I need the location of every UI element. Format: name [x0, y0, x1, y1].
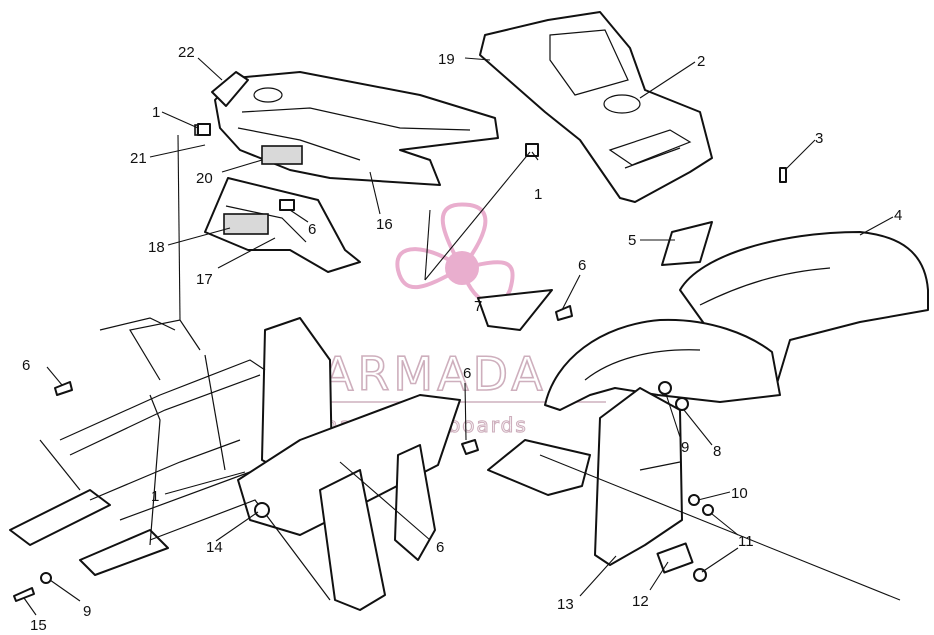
- callout-22: 22: [178, 44, 195, 61]
- callout-4: 4: [894, 207, 902, 224]
- callout-7: 7: [474, 298, 482, 315]
- part-mud-flap: [594, 387, 683, 566]
- callout-11: 11: [738, 533, 754, 550]
- callout-8: 8: [713, 443, 721, 460]
- callout-15: 15: [30, 617, 47, 634]
- callout-20: 20: [196, 170, 213, 187]
- hardware: [13, 123, 787, 602]
- callout-13: 13: [557, 596, 574, 613]
- part-front-fender: [544, 318, 781, 411]
- callout-6-frame: 6: [436, 539, 444, 556]
- callout-6-mid: 6: [463, 365, 471, 382]
- propeller-icon: [395, 202, 515, 306]
- part-small-plate: [656, 542, 694, 574]
- callout-6-upper: 6: [308, 221, 316, 238]
- callout-3: 3: [815, 130, 823, 147]
- part-bracket-7: [477, 289, 553, 331]
- part-frame: [9, 317, 461, 611]
- callout-12: 12: [632, 593, 649, 610]
- callout-21: 21: [130, 150, 147, 167]
- callout-18: 18: [148, 239, 165, 256]
- propeller-hub-icon: [445, 251, 479, 285]
- callout-10: 10: [731, 485, 748, 502]
- callout-1-center: 1: [534, 186, 542, 203]
- callout-17: 17: [196, 271, 213, 288]
- part-decal: [661, 221, 713, 266]
- callout-6-left: 6: [22, 357, 30, 374]
- part-footrest: [487, 439, 591, 496]
- callout-1-top-left: 1: [152, 104, 160, 121]
- callout-9-bottom: 9: [83, 603, 91, 620]
- callout-9-fender: 9: [681, 439, 689, 456]
- callout-5: 5: [628, 232, 636, 249]
- leader-lines: [23, 57, 901, 616]
- callout-6-fender: 6: [578, 257, 586, 274]
- callouts: 22 1 21 20 6 16 18 17 19 2 1 3 4 5 6 7 6…: [22, 44, 902, 634]
- part-front-cover: [479, 11, 713, 203]
- callout-1-frame: 1: [151, 488, 159, 505]
- part-rear-cover: [211, 71, 499, 186]
- callout-19: 19: [438, 51, 455, 68]
- callout-14: 14: [206, 539, 223, 556]
- callout-16: 16: [376, 216, 393, 233]
- part-bracket-plate: [194, 124, 361, 273]
- watermark-brand: ARMADA: [322, 347, 547, 401]
- callout-2: 2: [697, 53, 705, 70]
